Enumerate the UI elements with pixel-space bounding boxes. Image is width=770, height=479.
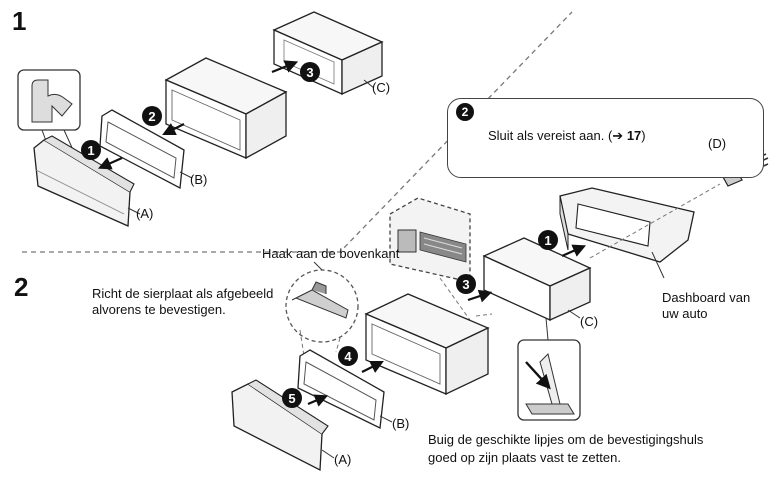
label-c-step2: (C) — [580, 314, 599, 329]
trim-plate-b-step1 — [99, 109, 185, 190]
arrow-1-step1 — [97, 156, 123, 170]
dashboard-label-line2: uw auto — [662, 306, 708, 321]
faceplate-a-step1 — [33, 135, 135, 227]
hook-inset-step1 — [17, 69, 81, 153]
dashboard-label-line1: Dashboard van — [662, 290, 751, 305]
leader-a-step1 — [127, 207, 141, 215]
hook-inset-step2 — [285, 261, 359, 343]
arrow-4-step2 — [361, 361, 384, 373]
label-a-step1: (A) — [136, 206, 154, 221]
label-c-step1: (C) — [372, 80, 391, 95]
label-b-step2: (B) — [392, 416, 410, 431]
bend-note-line2: goed op zijn plaats vast te zetten. — [428, 450, 621, 465]
svg-text:2: 2 — [148, 109, 155, 124]
detail-inset-step2 — [389, 197, 471, 283]
label-d: (D) — [708, 136, 727, 151]
unit-step1 — [164, 57, 288, 160]
connection-callout — [447, 98, 764, 178]
svg-text:4: 4 — [344, 349, 352, 364]
svg-text:1: 1 — [544, 233, 551, 248]
callout-badge: 2 — [456, 103, 474, 121]
arrow-1-step2 — [561, 244, 587, 258]
svg-text:5: 5 — [288, 391, 295, 406]
trim-plate-b-step2 — [297, 349, 385, 429]
callout-text: Sluit als vereist aan. (➔ 17) — [488, 128, 646, 143]
dashboard — [559, 187, 695, 263]
label-a-step2: (A) — [334, 452, 352, 467]
badge-3-step2: 3 — [456, 274, 476, 294]
arrow-right-icon: ➔ — [612, 128, 624, 143]
step-number-1: 1 — [12, 6, 27, 36]
badge-2-step1: 2 — [142, 106, 162, 126]
bend-tabs-inset — [517, 317, 581, 421]
badge-5-step2: 5 — [282, 388, 302, 408]
arrow-5-step2 — [307, 394, 329, 407]
badge-3-step1: 3 — [300, 62, 320, 82]
leader-b-step1 — [179, 171, 193, 179]
svg-text:1: 1 — [87, 143, 94, 158]
badge-1-step2: 1 — [538, 230, 558, 250]
align-note-line1: Richt de sierplaat als afgebeeld — [92, 286, 274, 301]
align-note-line2: alvorens te bevestigen. — [92, 302, 226, 317]
arrow-2-step1 — [162, 123, 185, 135]
section-divider — [22, 11, 573, 253]
arrow-3-step1 — [271, 60, 299, 74]
badge-4-step2: 4 — [338, 346, 358, 366]
bend-note-line1: Buig de geschikte lipjes om de bevestigi… — [428, 432, 704, 447]
sleeve-c-step2 — [482, 237, 592, 322]
sleeve-c-step1 — [272, 11, 384, 96]
leader-c-step1 — [363, 79, 375, 89]
arrow-3-step2 — [467, 289, 493, 303]
label-b-step1: (B) — [190, 172, 208, 187]
svg-text:3: 3 — [462, 277, 469, 292]
badge-1-step1: 1 — [81, 140, 101, 160]
unit-step2 — [364, 293, 490, 396]
step-number-2: 2 — [14, 272, 29, 302]
hook-label: Haak aan de bovenkant — [262, 246, 400, 261]
svg-text:3: 3 — [306, 65, 313, 80]
